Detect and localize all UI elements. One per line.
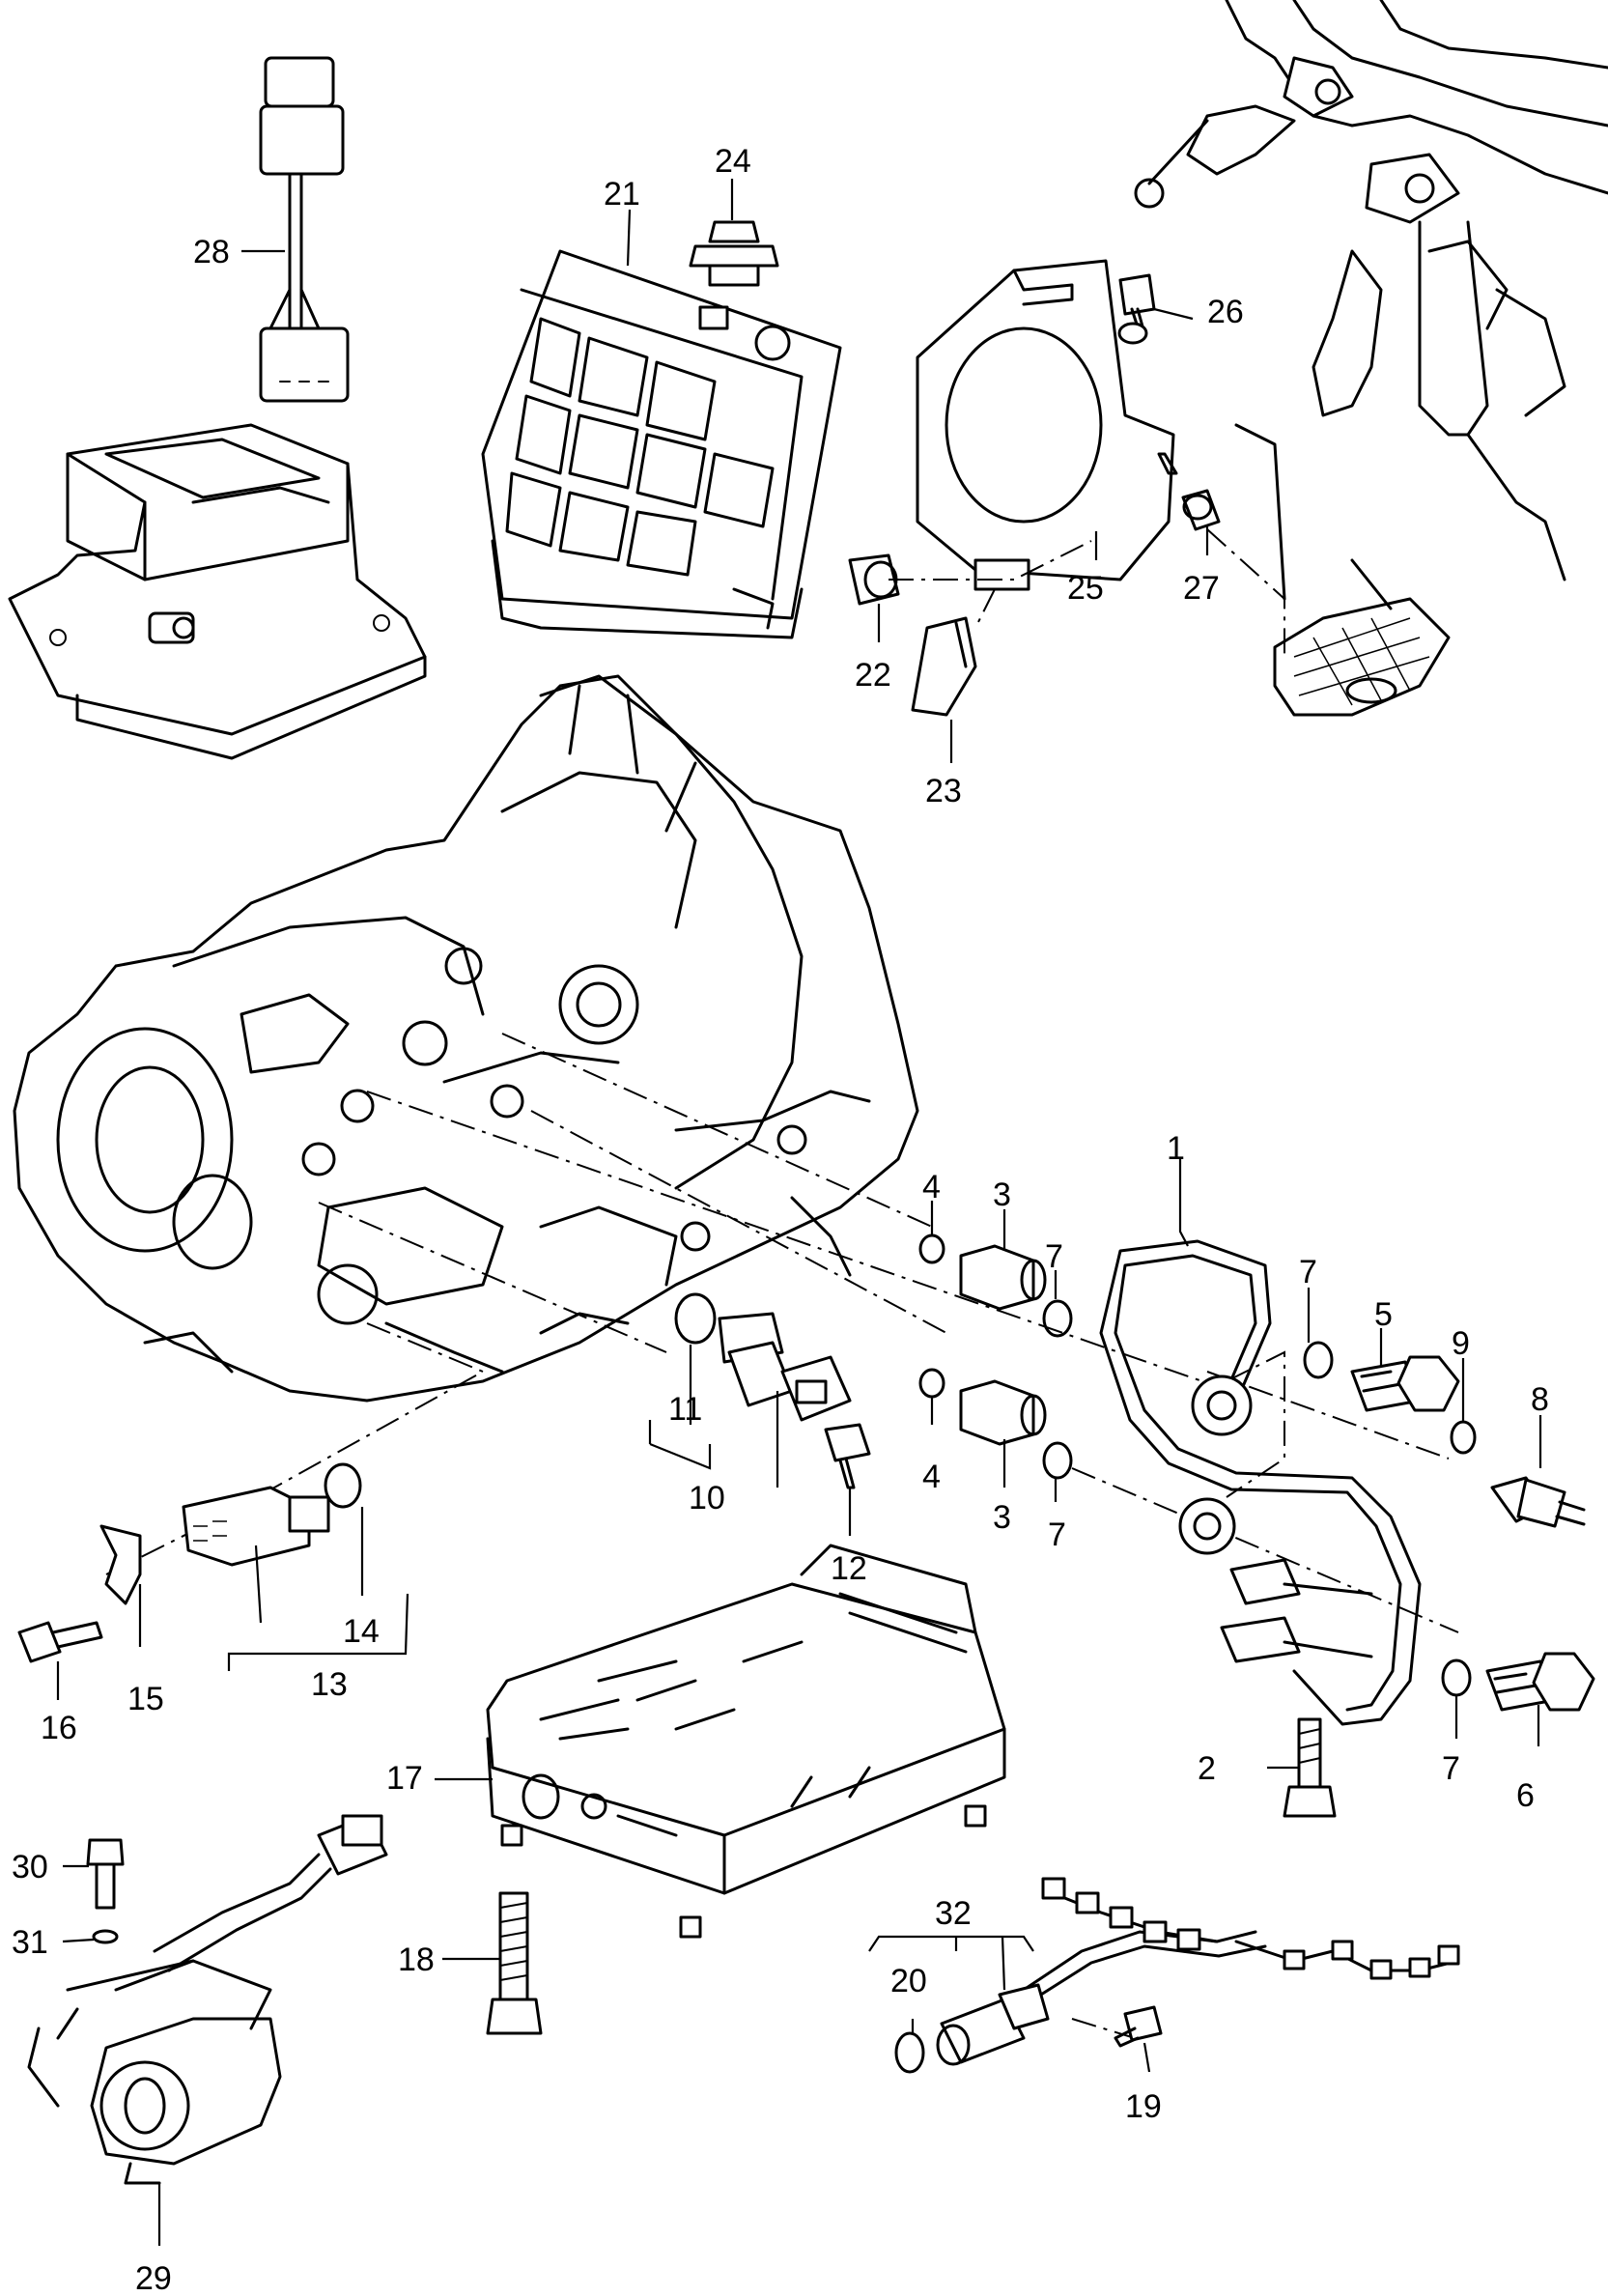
washer-31	[92, 1929, 119, 1944]
control-unit	[481, 249, 842, 639]
speed-sensor	[936, 1983, 1050, 2066]
callout-18: 18	[398, 1942, 435, 1978]
callout-26: 26	[1207, 294, 1244, 330]
bolt-16	[17, 1621, 103, 1663]
callout-16: 16	[41, 1710, 77, 1746]
seal-ring-4	[918, 1233, 945, 1399]
callout-13: 13	[311, 1666, 348, 1703]
callout-2: 2	[1198, 1750, 1216, 1787]
callout-7a: 7	[1045, 1238, 1063, 1275]
callout-30: 30	[12, 1849, 48, 1885]
callout-1: 1	[1167, 1130, 1185, 1167]
callout-10: 10	[689, 1480, 725, 1516]
sender-29	[27, 1814, 388, 2185]
callout-28: 28	[193, 234, 230, 270]
callout-5: 5	[1374, 1296, 1393, 1333]
callout-27: 27	[1183, 570, 1220, 607]
callout-25: 25	[1067, 570, 1104, 607]
callout-17: 17	[386, 1760, 423, 1797]
bracket-clip	[911, 616, 977, 717]
sender-13	[182, 1486, 330, 1567]
callout-20: 20	[890, 1963, 927, 1999]
seal-11	[674, 1292, 717, 1345]
callout-7c: 7	[1299, 1254, 1317, 1290]
callout-15: 15	[127, 1681, 164, 1717]
selector-lever-housing	[8, 423, 427, 760]
leader-lines	[56, 179, 1542, 2246]
seal-9	[1450, 1420, 1477, 1455]
bolt-12	[824, 1423, 871, 1489]
callout-labels: 1 2 3 3 4 4 5 6 7 7 7 7 8 9 10 11 12 13 …	[12, 143, 1549, 2296]
bolt-19	[1114, 2005, 1163, 2048]
mounting-bracket	[916, 259, 1175, 591]
callout-3a: 3	[993, 1176, 1011, 1213]
callout-31: 31	[12, 1924, 48, 1961]
callout-14: 14	[343, 1613, 380, 1650]
callout-32: 32	[935, 1895, 972, 1932]
assembly-lines	[105, 528, 1459, 2039]
oil-pipe	[1099, 1239, 1422, 1726]
callout-4a: 4	[922, 1169, 941, 1205]
speed-sender-10	[718, 1312, 852, 1422]
callout-9: 9	[1452, 1325, 1470, 1362]
seal-20	[894, 2031, 925, 2074]
cover-cap	[689, 220, 779, 287]
callout-7d: 7	[1442, 1750, 1460, 1787]
bolt-2	[1283, 1717, 1337, 1818]
bolt-26	[1117, 273, 1156, 345]
pedal-assembly	[1134, 0, 1608, 717]
callout-24: 24	[715, 143, 751, 180]
gear-indicator-switch	[259, 56, 350, 403]
bracket-15	[99, 1524, 142, 1605]
callout-7b: 7	[1048, 1516, 1066, 1553]
gearbox-housing	[13, 674, 919, 1403]
callout-8: 8	[1531, 1381, 1549, 1418]
sender-8	[1490, 1476, 1586, 1528]
callout-3b: 3	[993, 1499, 1011, 1536]
callout-11: 11	[668, 1391, 702, 1428]
callout-23: 23	[925, 773, 962, 809]
callout-21: 21	[604, 176, 640, 213]
callout-4b: 4	[922, 1459, 941, 1495]
union-3	[959, 1244, 1047, 1446]
banjo-bolt-5	[1350, 1355, 1460, 1412]
callout-6: 6	[1516, 1777, 1535, 1814]
callout-19: 19	[1125, 2088, 1162, 2125]
bolt-30	[86, 1838, 125, 1910]
banjo-bolt-6	[1485, 1652, 1595, 1712]
callout-12: 12	[831, 1550, 867, 1587]
callout-22: 22	[855, 657, 891, 694]
harness-32	[1002, 1877, 1460, 2030]
bolt-27	[1157, 452, 1221, 531]
bolt-18	[486, 1891, 543, 2035]
callout-29: 29	[135, 2260, 172, 2296]
seal-14	[324, 1462, 362, 1509]
valve-body	[486, 1544, 1006, 1939]
